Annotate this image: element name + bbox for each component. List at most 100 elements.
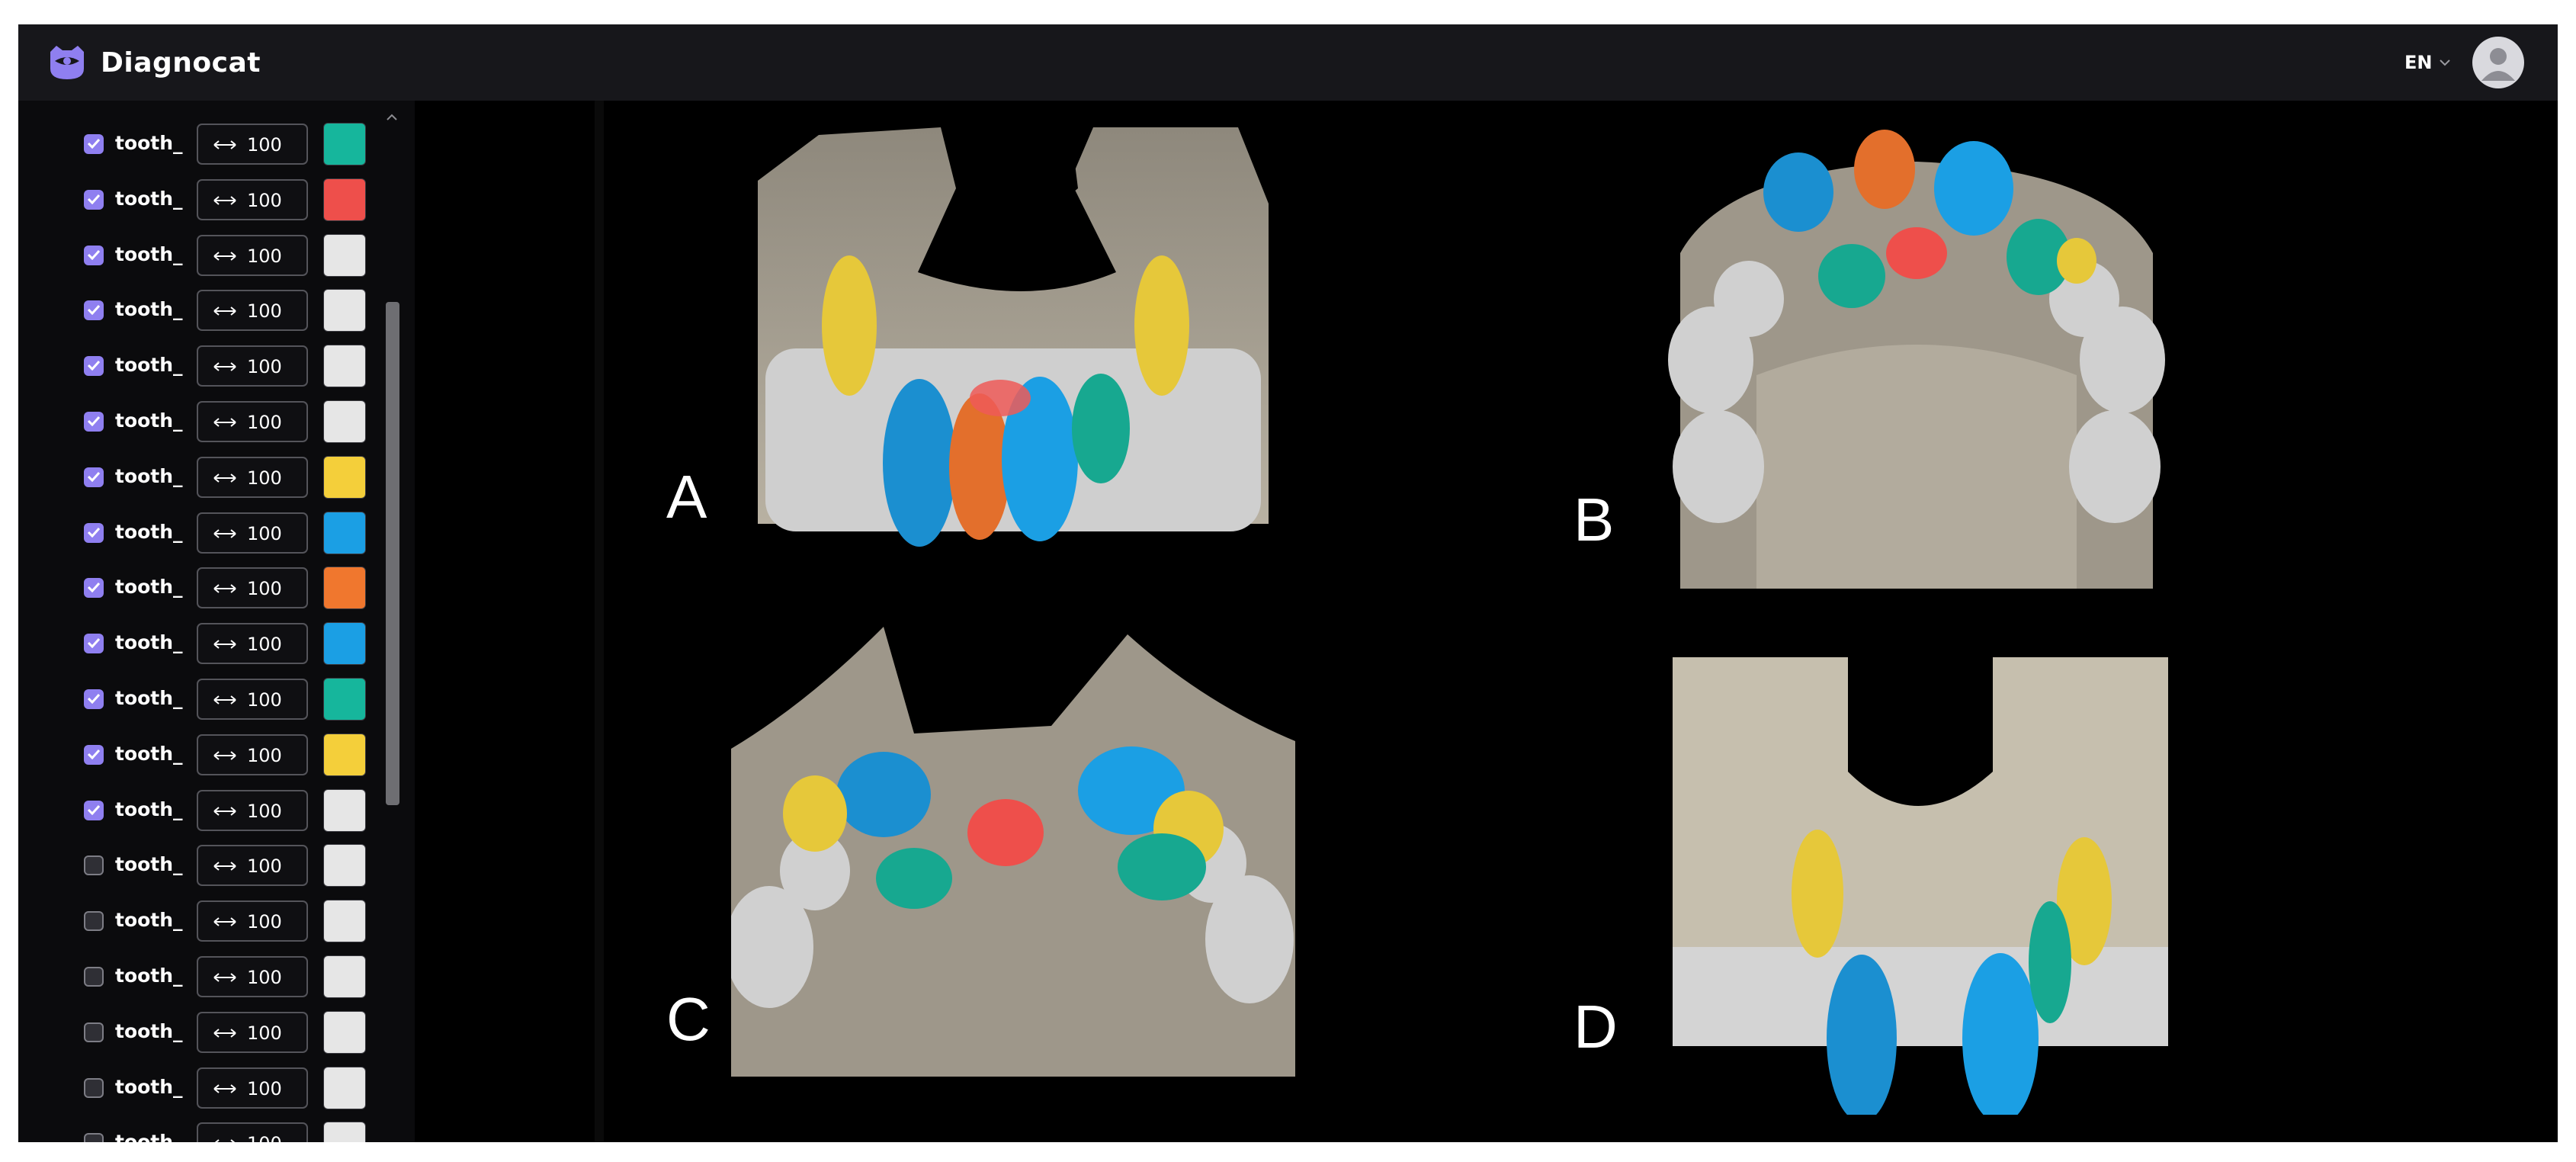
tooth-layer-row[interactable]: tooth_100 [18, 893, 399, 948]
check-icon [87, 138, 101, 149]
tooth-layer-row[interactable]: tooth_100 [18, 615, 399, 670]
opacity-input[interactable]: 100 [197, 623, 308, 665]
opacity-input[interactable]: 100 [197, 178, 308, 220]
color-swatch[interactable] [323, 622, 366, 666]
visibility-checkbox[interactable] [84, 744, 104, 765]
user-avatar[interactable] [2472, 37, 2524, 88]
color-swatch[interactable] [323, 455, 366, 499]
tooth-layer-row[interactable]: tooth_100 [18, 282, 399, 337]
visibility-checkbox[interactable] [84, 412, 104, 432]
opacity-input[interactable]: 100 [197, 234, 308, 276]
visibility-checkbox[interactable] [84, 578, 104, 599]
color-swatch[interactable] [323, 123, 366, 165]
color-swatch[interactable] [323, 289, 366, 332]
opacity-input[interactable]: 100 [197, 1011, 308, 1053]
visibility-checkbox[interactable] [84, 300, 104, 321]
opacity-input[interactable]: 100 [197, 290, 308, 332]
tooth-label: tooth_ [115, 742, 183, 765]
language-selector[interactable]: EN [2404, 47, 2451, 78]
visibility-checkbox[interactable] [84, 967, 104, 987]
opacity-value: 100 [247, 189, 282, 211]
opacity-input[interactable]: 100 [197, 733, 308, 775]
opacity-input[interactable]: 100 [197, 845, 308, 887]
tooth-layer-row[interactable]: tooth_100 [18, 116, 399, 171]
viewport-b[interactable]: B [1574, 101, 2168, 596]
opacity-input[interactable]: 100 [197, 456, 308, 498]
dental-scan-a [758, 127, 1269, 547]
tooth-layer-row[interactable]: tooth_100 [18, 949, 399, 1003]
color-swatch[interactable] [323, 567, 366, 610]
drag-arrows-icon [213, 1083, 236, 1093]
tooth-layer-row[interactable]: tooth_100 [18, 837, 399, 892]
opacity-value: 100 [247, 134, 282, 156]
visibility-checkbox[interactable] [84, 1133, 104, 1142]
color-swatch[interactable] [323, 345, 366, 388]
visibility-checkbox[interactable] [84, 855, 104, 876]
opacity-input[interactable]: 100 [197, 1122, 308, 1142]
color-swatch[interactable] [323, 1010, 366, 1054]
visibility-checkbox[interactable] [84, 189, 104, 210]
opacity-input[interactable]: 100 [197, 512, 308, 554]
color-swatch[interactable] [323, 955, 366, 998]
color-swatch[interactable] [323, 844, 366, 888]
opacity-input[interactable]: 100 [197, 124, 308, 165]
tooth-layer-row[interactable]: tooth_100 [18, 449, 399, 504]
opacity-value: 100 [247, 245, 282, 267]
visibility-checkbox[interactable] [84, 1077, 104, 1098]
tooth-layer-row[interactable]: tooth_ 100 [18, 727, 399, 782]
viewport-d[interactable]: D [1574, 657, 2176, 1115]
visibility-checkbox[interactable] [84, 689, 104, 709]
opacity-input[interactable]: 100 [197, 567, 308, 609]
tooth-layer-row[interactable]: tooth_100 [18, 671, 399, 726]
color-swatch[interactable] [323, 733, 366, 776]
visibility-checkbox[interactable] [84, 911, 104, 932]
opacity-input[interactable]: 100 [197, 679, 308, 720]
chevron-down-icon [2440, 59, 2451, 66]
viewport-c[interactable]: C [666, 611, 1295, 1077]
tooth-layer-row[interactable]: tooth_100 [18, 560, 399, 615]
viewport-a[interactable]: A [666, 97, 1299, 585]
visibility-checkbox[interactable] [84, 522, 104, 543]
opacity-input[interactable]: 100 [197, 956, 308, 997]
opacity-value: 100 [247, 967, 282, 988]
scroll-up-icon[interactable] [384, 110, 399, 125]
scrollbar-thumb[interactable] [386, 302, 399, 805]
color-swatch[interactable] [323, 1122, 366, 1142]
color-swatch[interactable] [323, 233, 366, 277]
opacity-input[interactable]: 100 [197, 401, 308, 442]
visibility-checkbox[interactable] [84, 634, 104, 654]
opacity-value: 100 [247, 522, 282, 544]
opacity-input[interactable]: 100 [197, 1067, 308, 1109]
tooth-layer-row[interactable]: tooth_100 [18, 1004, 399, 1059]
color-swatch[interactable] [323, 788, 366, 832]
color-swatch[interactable] [323, 1066, 366, 1109]
tooth-layer-row[interactable]: tooth_100 [18, 338, 399, 393]
color-swatch[interactable] [323, 900, 366, 943]
logo[interactable]: Diagnocat [46, 40, 261, 85]
visibility-checkbox[interactable] [84, 467, 104, 487]
drag-arrows-icon [213, 973, 236, 982]
color-swatch[interactable] [323, 678, 366, 721]
tooth-layer-row[interactable]: tooth_100 [18, 227, 399, 282]
color-swatch[interactable] [323, 511, 366, 554]
visibility-checkbox[interactable] [84, 356, 104, 377]
tooth-layer-row[interactable]: tooth_100 [18, 505, 399, 560]
tooth-layer-row[interactable]: tooth_100 [18, 1115, 399, 1142]
opacity-input[interactable]: 100 [197, 789, 308, 831]
opacity-value: 100 [247, 911, 282, 933]
tooth-layer-row[interactable]: tooth_100 [18, 393, 399, 448]
visibility-checkbox[interactable] [84, 1022, 104, 1042]
visibility-checkbox[interactable] [84, 134, 104, 154]
tooth-layer-row[interactable]: tooth_100 [18, 782, 399, 837]
visibility-checkbox[interactable] [84, 800, 104, 820]
color-swatch[interactable] [323, 400, 366, 443]
viewport-label-d: D [1574, 993, 1618, 1061]
visibility-checkbox[interactable] [84, 245, 104, 265]
opacity-input[interactable]: 100 [197, 345, 308, 387]
opacity-input[interactable]: 100 [197, 900, 308, 942]
tooth-layer-row[interactable]: tooth_100 [18, 172, 399, 226]
tooth-layer-row[interactable]: tooth_100 [18, 1060, 399, 1115]
color-swatch[interactable] [323, 178, 366, 221]
language-label: EN [2404, 52, 2433, 73]
